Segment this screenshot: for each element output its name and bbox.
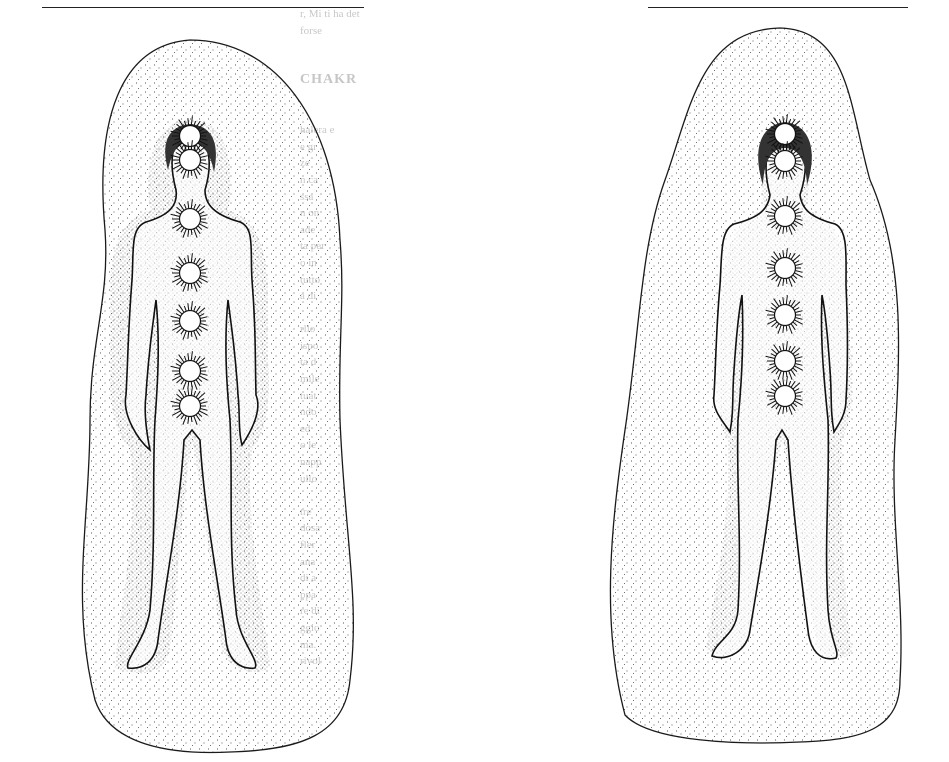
chakra-disc bbox=[775, 386, 796, 407]
chakra-ray bbox=[191, 171, 192, 176]
chakra-disc bbox=[775, 124, 796, 145]
chakra-ray bbox=[786, 326, 787, 331]
chakra-ray bbox=[786, 407, 787, 412]
chakra-ray bbox=[191, 332, 192, 337]
chakra-ray bbox=[786, 279, 787, 284]
chakra-ray bbox=[786, 227, 787, 232]
chakra-disc bbox=[775, 258, 796, 279]
chakra-disc bbox=[180, 150, 201, 171]
chakra-disc bbox=[775, 305, 796, 326]
chakra-disc bbox=[180, 209, 201, 230]
chakra-disc bbox=[775, 351, 796, 372]
chakra-disc bbox=[180, 263, 201, 284]
chakra-disc bbox=[775, 151, 796, 172]
chakra-ray bbox=[786, 372, 787, 377]
chakra-disc bbox=[180, 311, 201, 332]
chakra-ray bbox=[191, 382, 192, 387]
chakra-ray bbox=[191, 230, 192, 235]
front-figure bbox=[82, 40, 353, 752]
back-figure bbox=[610, 28, 901, 743]
chakra-ray bbox=[191, 284, 192, 289]
chakra-disc bbox=[775, 206, 796, 227]
chakra-ray bbox=[191, 417, 192, 422]
chakra-ray bbox=[786, 172, 787, 177]
chakra-disc bbox=[180, 361, 201, 382]
chakra-disc bbox=[180, 396, 201, 417]
chakra-disc bbox=[180, 126, 201, 147]
